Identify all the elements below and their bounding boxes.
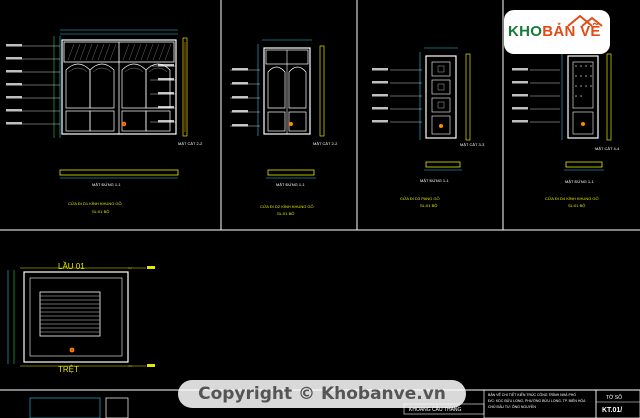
elev4-elev-label: MẶT ĐỨNG 1-1 — [565, 179, 594, 184]
elev3-section-label: MẶT CẮT 3-3 — [460, 142, 485, 147]
elev3-subtitle: SL:01 BỘ — [420, 203, 437, 208]
door-elevation-2 — [230, 39, 325, 179]
elev1-section-label: MẶT CẮT 2-2 — [178, 141, 203, 146]
title-block-line1: BẢN VẼ CHI TIẾT KIẾN TRÚC CÔNG TRÌNH NHÀ… — [488, 392, 576, 397]
elev4-subtitle: SL:01 BỘ — [568, 203, 585, 208]
drawing-labels: MẶT CẮT 2-2 MẶT ĐỨNG 1-1 CỬA ĐI D1 KÍNH … — [58, 141, 622, 414]
elev2-section-label: MẶT CẮT 2-2 — [313, 141, 338, 146]
elev1-title: CỬA ĐI D1 KÍNH KHUNG GỖ — [68, 201, 122, 206]
logo-text-banve: BẢN VẼ — [542, 23, 601, 40]
plan-top-label: LẦU 01 — [58, 261, 85, 271]
elev2-title: CỬA ĐI D2 KÍNH KHUNG GỖ — [260, 204, 314, 209]
title-block-code: KT.01/ — [602, 407, 622, 414]
elev1-elev-label: MẶT ĐỨNG 1-1 — [92, 182, 121, 187]
elev3-title: CỬA ĐI D3 PANO GỖ — [400, 196, 440, 201]
elev2-subtitle: SL:01 BỘ — [277, 211, 294, 216]
house-roof-icon — [567, 14, 603, 27]
plan-bottom-label: TRỆT — [58, 365, 79, 374]
stair-plan — [7, 266, 640, 418]
door-elevation-3 — [372, 47, 471, 171]
khobanve-logo: KHOBẢN VẼ — [504, 10, 610, 54]
copyright-watermark: Copyright © Khobanve.vn — [178, 380, 466, 408]
logo-wordmark: KHOBẢN VẼ — [508, 23, 601, 40]
elev2-elev-label: MẶT ĐỨNG 1-1 — [276, 182, 305, 187]
title-block-code-label: TỜ SỐ — [606, 394, 622, 401]
title-block-line2: Đ/C: KDC BỬU LONG, PHƯỜNG BỬU LONG, TP. … — [488, 398, 586, 403]
elev4-title: CỬA ĐI D4 KÍNH KHUNG GỖ — [545, 196, 599, 201]
title-block-line3: CHỦ ĐẦU TƯ: ÔNG NGUYỄN — [488, 404, 536, 409]
door-elevation-1 — [6, 29, 188, 179]
door-elevation-4 — [512, 47, 612, 171]
elev1-subtitle: SL:01 BỘ — [92, 209, 109, 214]
logo-text-kho: KHO — [508, 23, 543, 40]
elev3-elev-label: MẶT ĐỨNG 1-1 — [420, 178, 449, 183]
elev4-section-label: MẶT CẮT 4-4 — [595, 146, 620, 151]
plan-bottom-title: KHOANG CẦU THANG — [409, 406, 462, 413]
